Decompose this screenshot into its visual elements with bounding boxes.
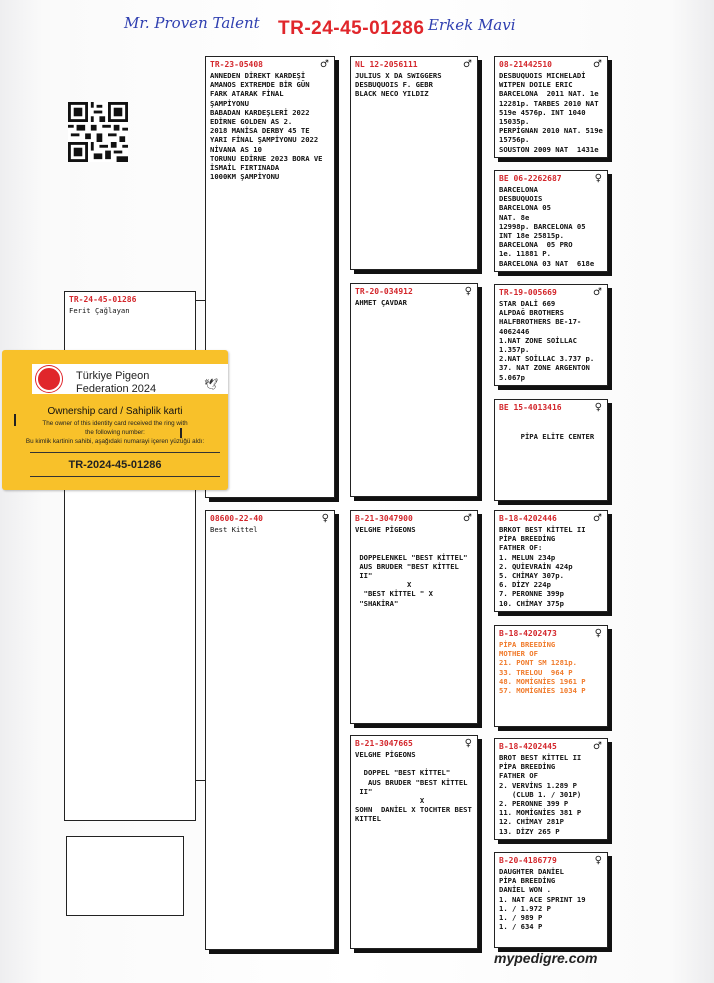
notes: AHMET ÇAVDAR	[355, 298, 473, 307]
sss-box: 08-21442510 ♂ DESBUQUOIS MICHELADİ WITPE…	[494, 56, 608, 158]
subject-ring: TR-24-45-01286	[69, 295, 191, 305]
card-title-line1: Türkiye Pigeon	[76, 370, 149, 382]
female-icon: ♀	[595, 402, 602, 413]
notes: STAR DALİ 669 ALPDAĞ BROTHERS HALFBROTHE…	[499, 299, 603, 382]
male-icon: ♂	[593, 513, 602, 524]
divider	[30, 452, 220, 453]
male-icon: ♂	[320, 59, 329, 70]
card-ring-number: TR-2024-45-01286	[2, 459, 228, 471]
notes-box	[66, 836, 184, 916]
female-icon: ♀	[595, 628, 602, 639]
ring-number: B-18-4202446	[499, 514, 603, 524]
card-title-line2: Federation 2024	[76, 383, 156, 395]
dam-box: 08600-22-40 ♀ Best Kittel	[205, 510, 335, 950]
ownership-card: Türkiye Pigeon Federation 2024 🕊 Ownersh…	[2, 350, 228, 490]
ring-number: B-18-4202445	[499, 742, 603, 752]
notes: BRKOT BEST KİTTEL II PİPA BREEDİNG FATHE…	[499, 525, 603, 608]
ring-number: TR-20-034912	[355, 287, 473, 297]
ssd-box: BE 06-2262687 ♀ BARCELONA DESBUQUOIS BAR…	[494, 170, 608, 272]
sire-sire-box: NL 12-2056111 ♂ JULIUS X DA SWIGGERS DES…	[350, 56, 478, 270]
ring-number: 08600-22-40	[210, 514, 330, 524]
ring-number: BE 15-4013416	[499, 403, 603, 413]
card-text: The owner of this identity card received…	[2, 420, 228, 427]
dam-dam-box: B-21-3047665 ♀ VELGHE PİGEONS DOPPEL "BE…	[350, 735, 478, 949]
dam-sire-box: B-21-3047900 ♂ VELGHE PİGEONS DOPPELENKE…	[350, 510, 478, 724]
brand-footer: mypedigre.com	[494, 950, 597, 966]
ring-number: TR-23-05408	[210, 60, 330, 70]
notes: VELGHE PİGEONS DOPPEL "BEST KİTTEL" AUS …	[355, 750, 473, 824]
female-icon: ♀	[465, 286, 472, 297]
notes: DESBUQUOIS MICHELADİ WITPEN DOILE ERIC B…	[499, 71, 603, 154]
dsd-box: B-18-4202473 ♀ PİPA BREEDİNG MOTHER OF 2…	[494, 625, 608, 727]
ring-number: B-21-3047665	[355, 739, 473, 749]
female-icon: ♀	[595, 173, 602, 184]
male-icon: ♂	[593, 59, 602, 70]
subject-owner: Ferit Çağlayan	[69, 306, 191, 315]
sdd-box: BE 15-4013416 ♀ PİPA ELİTE CENTER	[494, 399, 608, 501]
card-text: the following number:	[2, 429, 228, 436]
male-icon: ♂	[593, 287, 602, 298]
ring-number: B-20-4186779	[499, 856, 603, 866]
card-heading: Ownership card / Sahiplik karti	[2, 406, 228, 417]
divider	[180, 428, 182, 438]
sire-notes: ANNEDEN DİREKT KARDEŞİ AMANOS EXTREMDE B…	[210, 71, 330, 181]
dss-box: B-18-4202446 ♂ BRKOT BEST KİTTEL II PİPA…	[494, 510, 608, 612]
ring-number: 08-21442510	[499, 60, 603, 70]
dds-box: B-18-4202445 ♂ BROT BEST KİTTEL II PİPA …	[494, 738, 608, 840]
female-icon: ♀	[322, 513, 329, 524]
notes: BARCELONA DESBUQUOIS BARCELONA 05 NAT. 8…	[499, 185, 603, 268]
dam-notes: Best Kittel	[210, 525, 330, 534]
ddd-box: B-20-4186779 ♀ DAUGHTER DANİEL PİPA BREE…	[494, 852, 608, 948]
handwritten-color: Erkek Mavi	[428, 16, 516, 34]
notes: PİPA ELİTE CENTER	[499, 414, 603, 442]
ring-number: B-18-4202473	[499, 629, 603, 639]
ring-number: NL 12-2056111	[355, 60, 473, 70]
male-icon: ♂	[593, 741, 602, 752]
divider	[14, 414, 16, 426]
notes: VELGHE PİGEONS DOPPELENKEL "BEST KİTTEL"…	[355, 525, 473, 608]
notes: PİPA BREEDİNG MOTHER OF 21. PONT SM 1281…	[499, 640, 603, 695]
sds-box: TR-19-005669 ♂ STAR DALİ 669 ALPDAĞ BROT…	[494, 284, 608, 386]
male-icon: ♂	[463, 59, 472, 70]
header-ring-number: TR-24-45-01286	[278, 18, 424, 40]
ring-number: BE 06-2262687	[499, 174, 603, 184]
notes: DAUGHTER DANİEL PİPA BREEDİNG DANİEL WON…	[499, 867, 603, 931]
handwritten-name: Mr. Proven Talent	[124, 14, 260, 32]
female-icon: ♀	[595, 855, 602, 866]
qr-code-icon	[68, 100, 128, 164]
ring-number: B-21-3047900	[355, 514, 473, 524]
female-icon: ♀	[465, 738, 472, 749]
divider	[30, 476, 220, 477]
sire-dam-box: TR-20-034912 ♀ AHMET ÇAVDAR	[350, 283, 478, 497]
notes: BROT BEST KİTTEL II PİPA BREEDİNG FATHER…	[499, 753, 603, 836]
card-text: Bu kimlik kartinin sahibi, aşağıdaki num…	[2, 438, 228, 445]
ring-number: TR-19-005669	[499, 288, 603, 298]
pigeon-icon: 🕊	[204, 378, 218, 391]
notes: JULIUS X DA SWIGGERS DESBUQUOIS F. GEBR …	[355, 71, 473, 99]
male-icon: ♂	[463, 513, 472, 524]
federation-logo-icon	[36, 366, 62, 392]
